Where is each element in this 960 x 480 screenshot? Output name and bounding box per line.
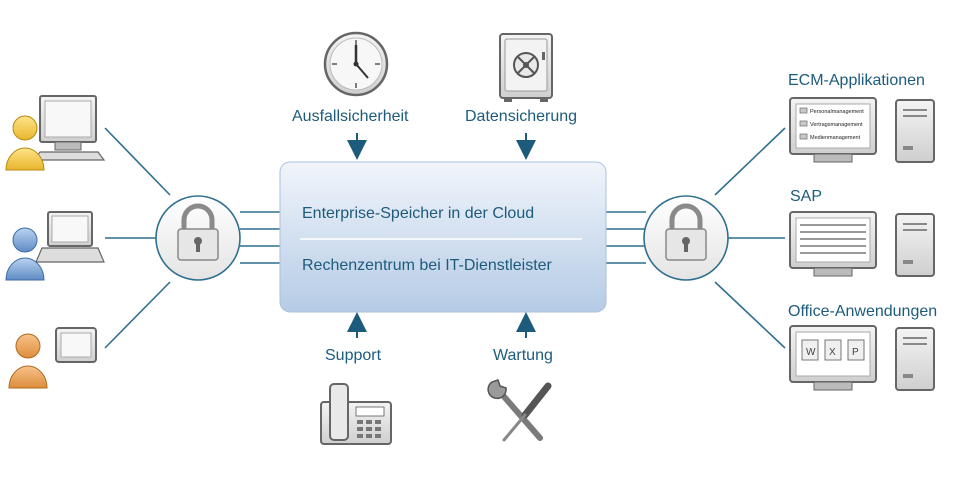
center-line-2: Rechenzentrum bei IT-Dienstleister (302, 257, 552, 274)
ecm-title: ECM-Applikationen (788, 72, 925, 89)
safe-icon (499, 33, 553, 102)
center-line-1: Enterprise-Speicher in der Cloud (302, 205, 535, 222)
label-wartung: Wartung (493, 347, 553, 364)
clock-icon (323, 31, 389, 97)
label-support: Support (325, 347, 382, 364)
sap-title: SAP (790, 188, 823, 205)
client-laptop (5, 211, 105, 281)
client-tablet (8, 327, 97, 389)
sap-group (789, 211, 935, 277)
phone-icon (320, 383, 392, 445)
ecm-item-2: Medienmanagement (810, 135, 861, 141)
label-datensicherung: Datensicherung (465, 108, 578, 125)
doc-letter-p: P (852, 347, 859, 358)
cloud-storage-box (279, 161, 607, 313)
doc-letter-x: X (829, 347, 836, 358)
label-ausfallsicherheit: Ausfallsicherheit (292, 108, 409, 125)
arrows (347, 133, 536, 338)
ecm-item-0: Personalmanagement (810, 109, 864, 115)
ecm-item-1: Vertragsmanagement (810, 122, 863, 128)
tools-icon (487, 379, 552, 442)
doc-letter-w: W (806, 347, 816, 358)
right-connector-lines (606, 127, 786, 349)
client-desktop (5, 95, 106, 171)
office-group: W X P (789, 325, 935, 391)
ecm-group: Personalmanagement Vertragsmanagement Me… (789, 97, 935, 163)
left-connector-lines (104, 127, 280, 349)
office-title: Office-Anwendungen (788, 303, 938, 320)
right-lock-icon (643, 195, 729, 281)
left-lock-icon (155, 195, 241, 281)
